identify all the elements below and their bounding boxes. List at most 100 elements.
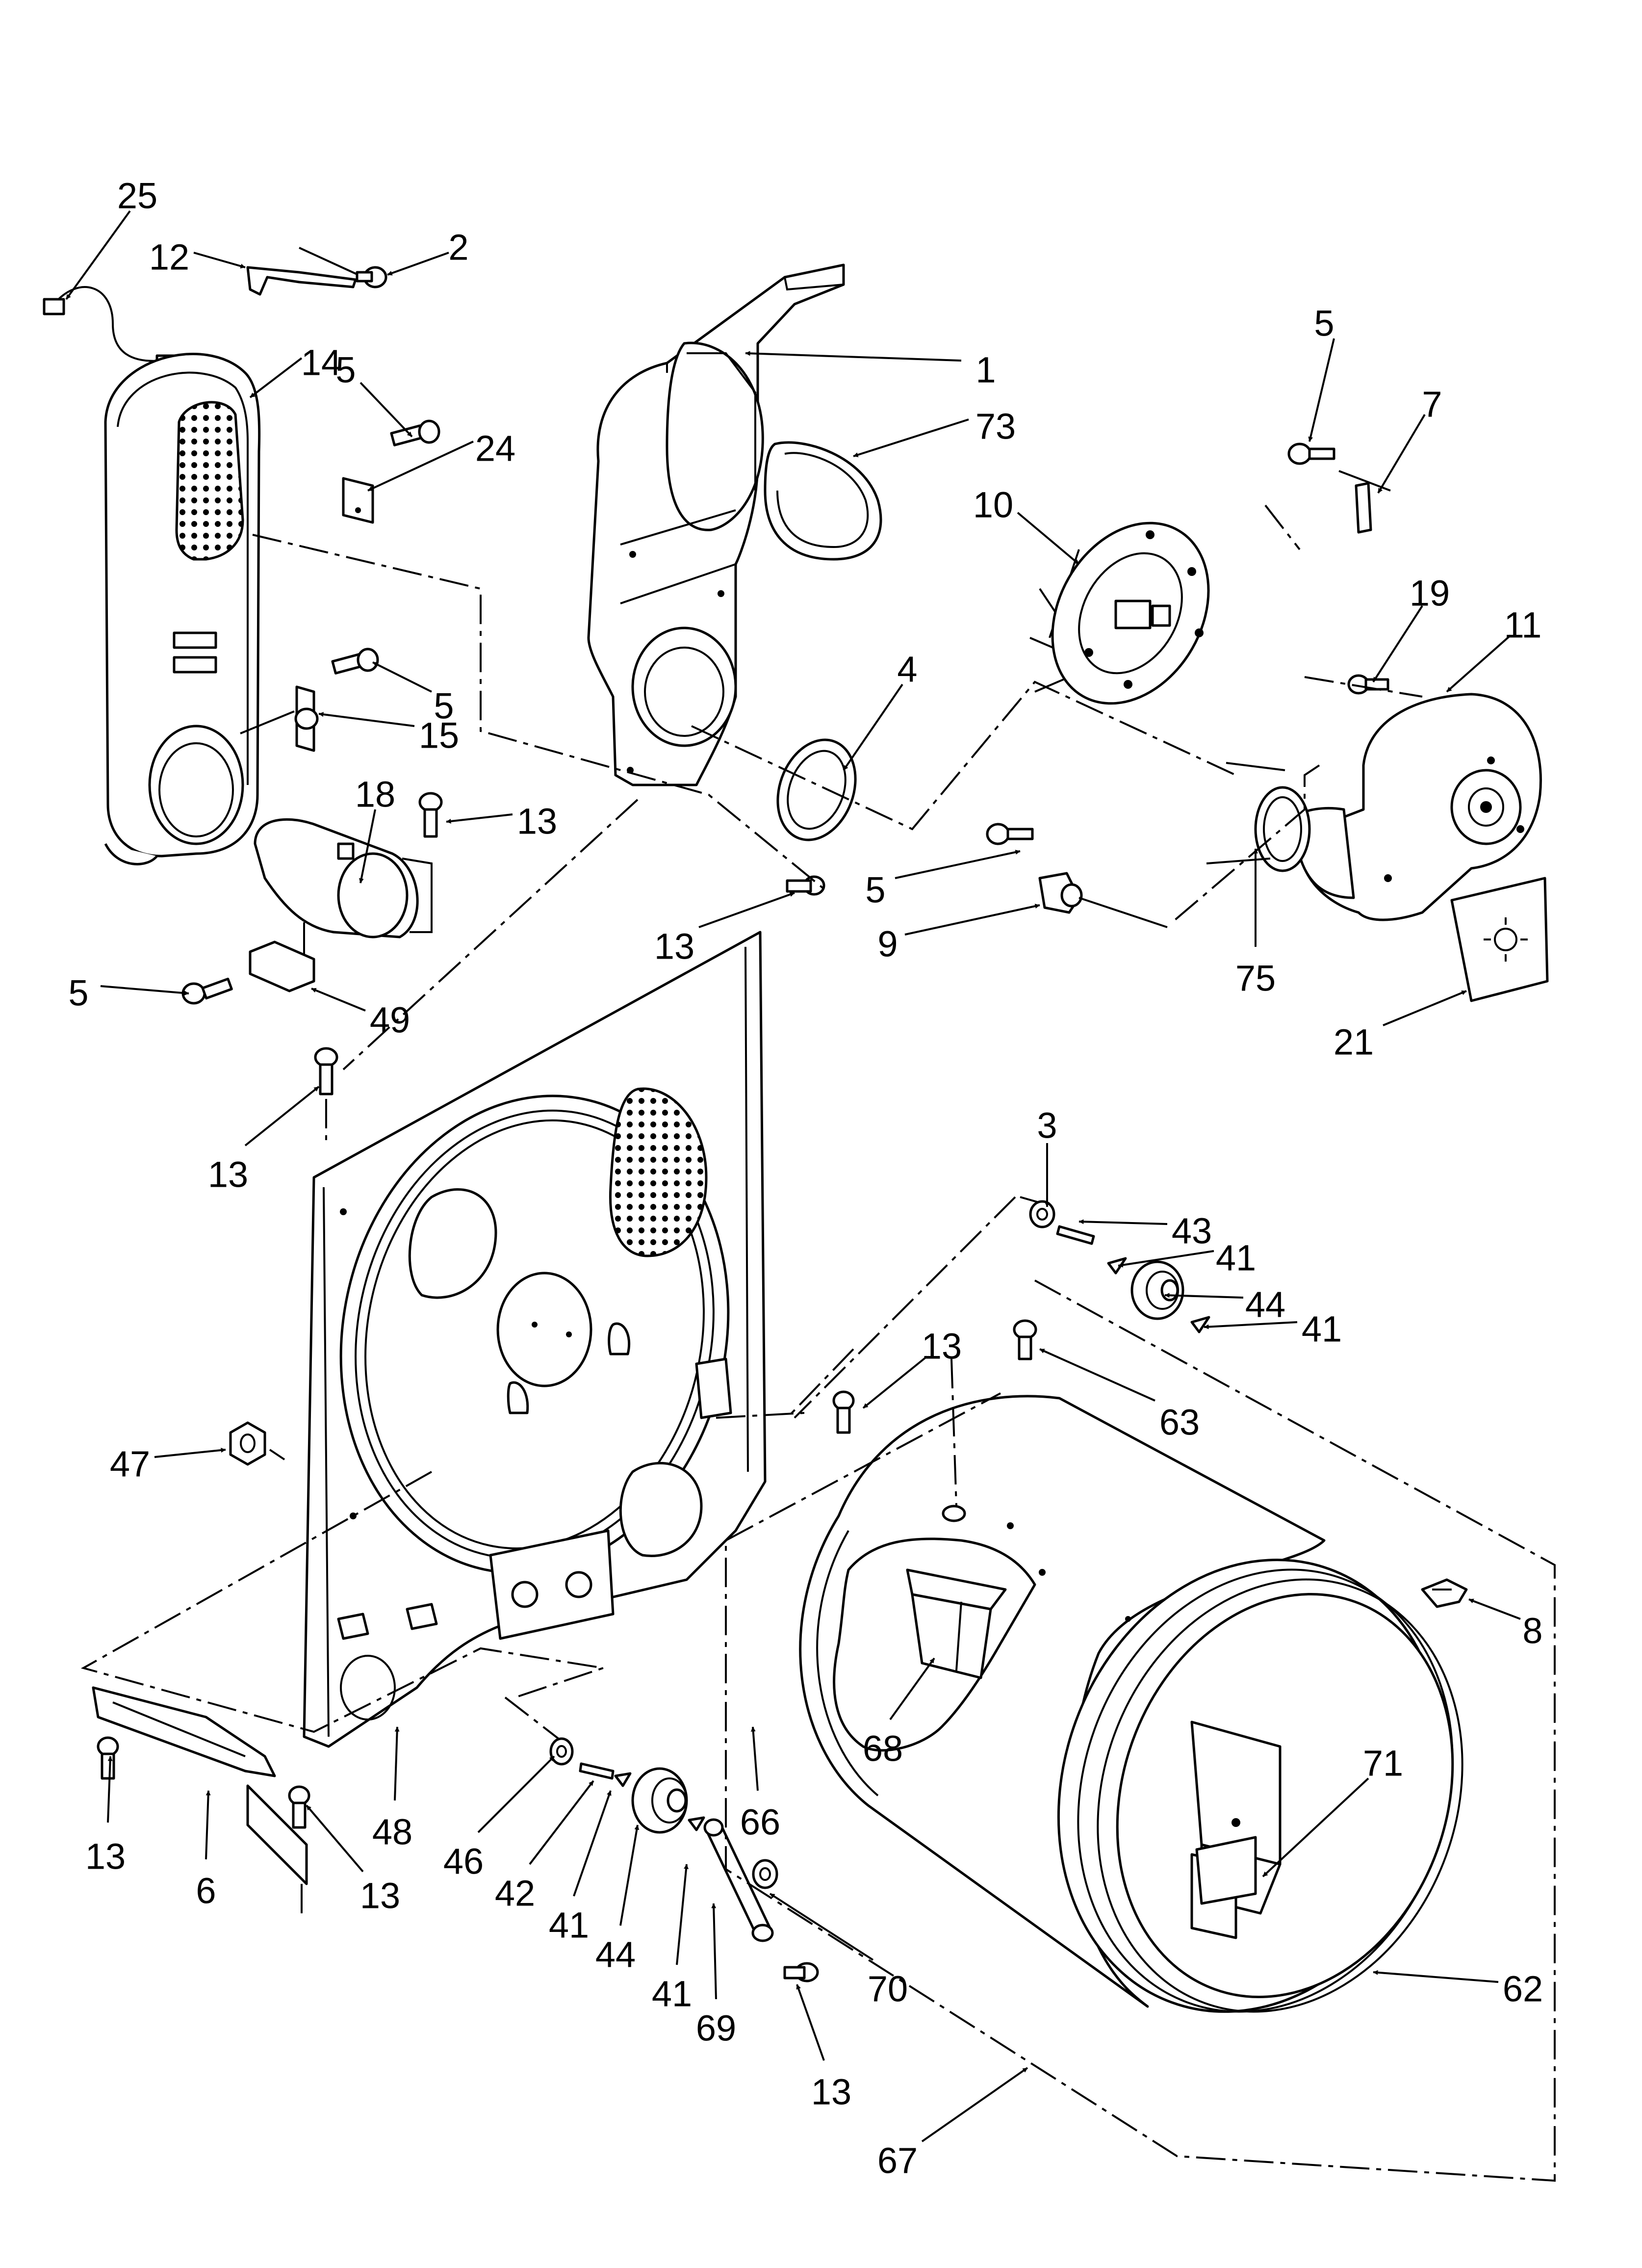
part-label-lbl-5c: 5 — [335, 350, 356, 391]
part-label-lbl-46: 46 — [443, 1841, 484, 1882]
sensor-49 — [249, 922, 315, 992]
part-label-lbl-4: 4 — [897, 649, 917, 690]
bracket-12 — [246, 266, 357, 296]
part-label-lbl-12: 12 — [149, 237, 189, 278]
part-label-lbl-66: 66 — [740, 1802, 780, 1843]
part-label-lbl-49: 49 — [370, 1000, 410, 1041]
washer-70 — [752, 1859, 778, 1889]
leader-arrow-lbl-13g — [796, 1984, 825, 2061]
part-label-lbl-13e: 13 — [85, 1836, 126, 1877]
bracket-69 — [703, 1818, 774, 1942]
leader-arrow-lbl-13c — [244, 1086, 320, 1147]
part-label-lbl-75: 75 — [1235, 958, 1276, 999]
assembly-lines-bottom — [80, 1196, 1038, 1740]
leader-arrow-lbl-70 — [769, 1893, 874, 1961]
leader-arrow-lbl-73 — [853, 418, 969, 457]
part-label-lbl-73: 73 — [975, 406, 1016, 447]
leader-arrow-lbl-49 — [311, 988, 366, 1012]
leader-arrow-lbl-11 — [1446, 634, 1512, 693]
bracket-6 — [92, 1686, 308, 1913]
washer-46 — [549, 1737, 574, 1766]
part-label-lbl-19: 19 — [1410, 573, 1450, 614]
leader-arrow-lbl-43 — [1078, 1219, 1168, 1225]
leader-arrow-lbl-13e — [107, 1756, 113, 1823]
screw-13-c — [314, 1047, 338, 1143]
label-21 — [1450, 877, 1549, 1002]
part-label-lbl-43: 43 — [1172, 1211, 1212, 1251]
screw-13-e — [97, 1736, 119, 1780]
part-label-lbl-48: 48 — [372, 1812, 412, 1852]
leader-arrow-lbl-2 — [387, 252, 449, 276]
part-label-lbl-11: 11 — [1504, 605, 1542, 646]
part-label-lbl-18: 18 — [355, 774, 395, 815]
part-label-lbl-41d: 41 — [652, 1974, 692, 2014]
leader-arrow-lbl-41d — [676, 1864, 689, 1965]
leader-arrow-lbl-66 — [750, 1726, 759, 1791]
part-label-lbl-25: 25 — [117, 176, 157, 216]
part-label-lbl-10: 10 — [973, 485, 1013, 525]
part-label-lbl-63: 63 — [1159, 1402, 1200, 1443]
part-label-lbl-21: 21 — [1334, 1022, 1374, 1063]
leader-arrow-lbl-5c — [359, 382, 413, 438]
leader-arrow-lbl-41c — [573, 1790, 612, 1897]
part-label-lbl-13f: 13 — [360, 1876, 400, 1916]
part-label-lbl-1: 1 — [975, 350, 996, 391]
leader-arrow-lbl-21 — [1383, 990, 1467, 1026]
part-label-lbl-5a: 5 — [1314, 303, 1334, 344]
leader-arrow-lbl-1 — [745, 351, 962, 362]
screw-13-b — [786, 875, 825, 896]
leader-arrow-lbl-5b — [895, 850, 1021, 879]
front-bulkhead-48 — [303, 931, 767, 1748]
leader-arrow-lbl-48 — [394, 1726, 400, 1801]
leader-arrow-lbl-41a — [1118, 1250, 1214, 1268]
ring-4 — [776, 738, 857, 841]
part-label-lbl-70: 70 — [868, 1969, 908, 2009]
part-label-lbl-41b: 41 — [1302, 1309, 1342, 1350]
part-label-lbl-67: 67 — [877, 2140, 918, 2181]
leader-arrow-lbl-6 — [205, 1790, 211, 1860]
leader-arrow-lbl-12 — [193, 252, 246, 269]
part-label-lbl-13b: 13 — [654, 926, 694, 967]
part-label-lbl-62: 62 — [1503, 1969, 1543, 2009]
drum-66 — [799, 1395, 1326, 2008]
part-label-lbl-44a: 44 — [1245, 1284, 1285, 1325]
part-label-lbl-5b: 5 — [865, 870, 885, 911]
blower-housing-11 — [1291, 693, 1542, 921]
part-label-lbl-41c: 41 — [549, 1905, 589, 1946]
leader-arrow-lbl-5a — [1308, 338, 1335, 442]
leader-arrow-lbl-44b — [619, 1825, 640, 1926]
part-label-lbl-13c: 13 — [208, 1154, 248, 1195]
screw-5-upper-right — [1287, 443, 1335, 465]
switch-9 — [1038, 872, 1168, 928]
part-label-lbl-47: 47 — [110, 1444, 150, 1485]
part-label-lbl-5d: 5 — [434, 686, 454, 727]
part-label-lbl-5e: 5 — [68, 973, 88, 1014]
leader-arrow-lbl-25 — [65, 210, 131, 300]
screw-5-mid-left — [331, 648, 379, 675]
screw-13-f — [288, 1785, 310, 1829]
leader-arrow-lbl-62 — [1373, 1970, 1499, 1983]
clip-41-d — [688, 1816, 705, 1831]
screw-13-d — [832, 1390, 855, 1434]
leader-arrow-lbl-8 — [1468, 1598, 1521, 1620]
roller-44-b — [631, 1767, 688, 1834]
leader-arrow-lbl-14 — [249, 357, 303, 398]
screw-13-a — [418, 792, 443, 838]
part-label-lbl-41a: 41 — [1216, 1238, 1256, 1278]
part-label-lbl-69: 69 — [696, 2008, 736, 2049]
part-label-lbl-7: 7 — [1422, 384, 1442, 425]
leader-arrow-lbl-47 — [154, 1448, 226, 1458]
screw-19 — [1347, 674, 1389, 695]
leader-arrow-lbl-42 — [529, 1780, 594, 1865]
leader-arrow-lbl-10 — [1017, 512, 1080, 565]
leader-arrow-lbl-68 — [889, 1657, 935, 1721]
part-label-lbl-15: 15 — [419, 715, 459, 756]
leader-arrow-lbl-13a — [446, 813, 513, 824]
part-label-lbl-44b: 44 — [595, 1934, 636, 1975]
leader-arrow-lbl-15 — [318, 712, 415, 727]
drum-assembly-67 — [725, 1279, 1556, 2182]
seal-73 — [764, 441, 882, 561]
part-label-lbl-8: 8 — [1522, 1611, 1542, 1651]
clip-8 — [1421, 1578, 1468, 1608]
leader-arrow-lbl-5e — [100, 985, 189, 996]
